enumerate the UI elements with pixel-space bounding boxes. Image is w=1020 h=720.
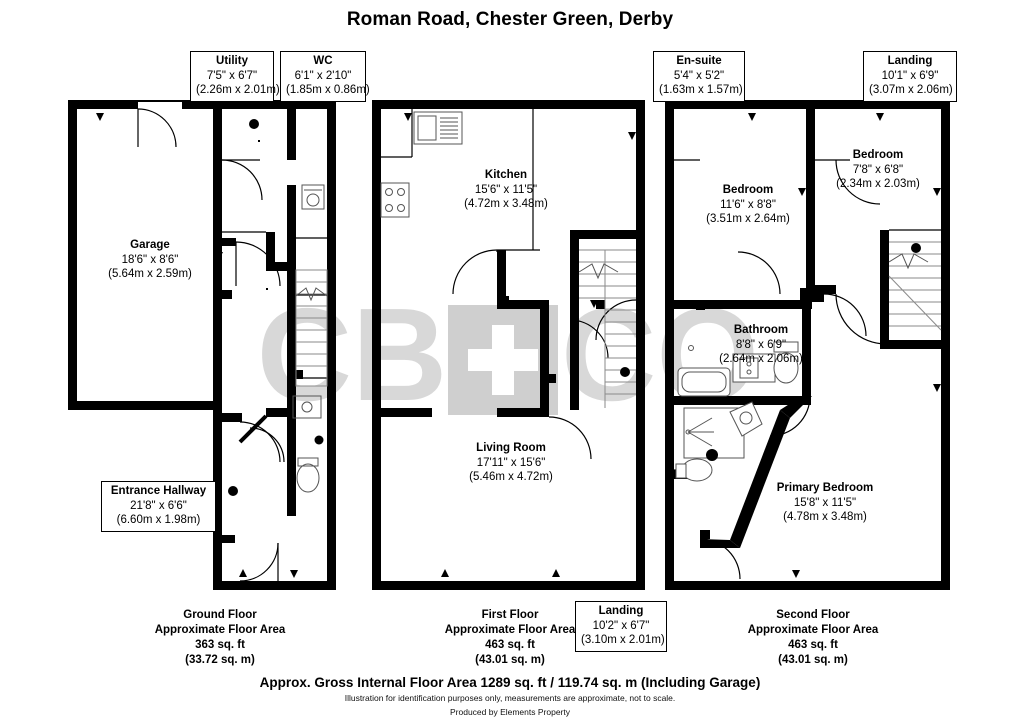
room-metric-garage: (5.64m x 2.59m): [108, 268, 192, 281]
ground-stairs: [295, 269, 328, 387]
bath-fixture: [677, 345, 731, 397]
room-label-garage: Garage 18'6" x 8'6" (5.64m x 2.59m): [85, 238, 215, 282]
room-imperial-bathroom: 8'8" x 6'9": [735, 338, 787, 351]
floor-name-ground: Ground Floor: [183, 609, 257, 621]
room-label-wc: WC 6'1" x 2'10" (1.85m x 0.86m): [280, 51, 370, 103]
room-label-en-suite: En-suite 5'4" x 5'2" (1.63m x 1.57m): [653, 51, 745, 103]
room-imperial-bedroom-2: 11'6" x 8'8": [720, 198, 776, 211]
room-metric-second-floor-landing: (3.07m x 2.06m): [869, 84, 953, 97]
room-imperial-utility: 7'5" x 6'7": [206, 69, 258, 82]
room-label-primary-bedroom: Primary Bedroom 15'8" x 11'5" (4.78m x 3…: [757, 481, 893, 525]
room-name-kitchen: Kitchen: [484, 169, 528, 181]
producer-text: Produced by Elements Property: [449, 707, 570, 717]
first-floor-plan: [372, 100, 645, 590]
room-metric-living-room: (5.46m x 4.72m): [469, 471, 553, 484]
room-imperial-garage: 18'6" x 8'6": [121, 253, 179, 266]
kitchen-fixtures: [380, 111, 463, 218]
floor-summary-ground: Ground Floor Approximate Floor Area 363 …: [130, 608, 310, 668]
vanity-fixture: [732, 353, 776, 383]
second-floor-door-swings: [699, 159, 887, 580]
room-imperial-first-floor-landing: 10'2" x 6'7": [592, 619, 650, 632]
second-floor-dimension-arrows: [665, 113, 941, 578]
room-label-kitchen: Kitchen 15'6" x 11'5" (4.72m x 3.48m): [441, 168, 571, 212]
room-label-bedroom-2: Bedroom 11'6" x 8'8" (3.51m x 2.64m): [688, 183, 808, 227]
room-name-living-room: Living Room: [476, 442, 546, 454]
page-title: Roman Road, Chester Green, Derby: [346, 9, 674, 30]
floor-area-sqm-first: (43.01 sq. m): [475, 653, 545, 666]
floor-area-sqft-first: 463 sq. ft: [485, 638, 535, 651]
second-floor-plan: [665, 100, 950, 590]
ceiling-light: [706, 449, 718, 461]
room-name-second-floor-landing: Landing: [887, 55, 933, 67]
floor-area-label-second: Approximate Floor Area: [747, 623, 879, 636]
room-imperial-second-floor-landing: 10'1" x 6'9": [881, 69, 939, 82]
room-label-living-room: Living Room 17'11" x 15'6" (5.46m x 4.72…: [441, 441, 581, 485]
room-label-bedroom-3: Bedroom 7'8" x 6'8" (2.34m x 2.03m): [818, 148, 938, 192]
room-name-bathroom: Bathroom: [733, 324, 789, 336]
room-label-entrance-hallway: Entrance Hallway 21'8" x 6'6" (6.60m x 1…: [101, 481, 216, 533]
room-imperial-wc: 6'1" x 2'10": [294, 69, 352, 82]
room-imperial-living-room: 17'11" x 15'6": [476, 456, 546, 469]
ground-door-swings: [137, 108, 285, 582]
room-metric-utility: (2.26m x 2.01m): [196, 84, 280, 97]
room-label-bathroom: Bathroom 8'8" x 6'9" (2.64m x 2.06m): [701, 323, 821, 367]
floor-area-sqm-ground: (33.72 sq. m): [185, 653, 255, 666]
wc-fixtures: [292, 395, 322, 493]
second-floor-stairs: [888, 241, 942, 331]
room-name-primary-bedroom: Primary Bedroom: [776, 482, 874, 494]
floor-name-first: First Floor: [481, 609, 539, 621]
room-imperial-entrance-hallway: 21'8" x 6'6": [130, 499, 187, 512]
ceiling-light: [314, 435, 324, 445]
floor-area-label-first: Approximate Floor Area: [444, 623, 576, 636]
room-imperial-primary-bedroom: 15'8" x 11'5": [793, 496, 857, 509]
first-floor-dimension-arrows: [404, 113, 636, 577]
toilet-fixture: [773, 341, 799, 384]
ceiling-light: [228, 486, 238, 496]
room-name-bedroom-2: Bedroom: [722, 184, 774, 196]
room-metric-wc: (1.85m x 0.86m): [286, 84, 370, 97]
basin-fixture: [729, 401, 763, 437]
utility-appliance: [301, 184, 325, 210]
room-metric-bedroom-3: (2.34m x 2.03m): [836, 178, 920, 191]
room-metric-kitchen: (4.72m x 3.48m): [464, 198, 548, 211]
room-name-utility: Utility: [216, 55, 248, 67]
first-floor-door-swings: [452, 249, 637, 460]
room-metric-en-suite: (1.63m x 1.57m): [659, 84, 743, 97]
ground-dimension-arrows: [68, 113, 298, 578]
room-metric-bathroom: (2.64m x 2.06m): [719, 353, 803, 366]
room-name-bedroom-3: Bedroom: [852, 149, 904, 161]
room-label-second-floor-landing: Landing 10'1" x 6'9" (3.07m x 2.06m): [863, 51, 957, 103]
room-name-garage: Garage: [130, 239, 170, 251]
floor-area-sqft-ground: 363 sq. ft: [195, 638, 245, 651]
room-metric-first-floor-landing: (3.10m x 2.01m): [581, 634, 665, 647]
room-metric-entrance-hallway: (6.60m x 1.98m): [116, 514, 201, 527]
room-metric-bedroom-2: (3.51m x 2.64m): [706, 213, 790, 226]
floor-area-label-ground: Approximate Floor Area: [154, 623, 286, 636]
room-label-utility: Utility 7'5" x 6'7" (2.26m x 2.01m): [190, 51, 280, 103]
ceiling-light: [249, 119, 259, 129]
room-imperial-kitchen: 15'6" x 11'5": [474, 183, 538, 196]
room-imperial-en-suite: 5'4" x 5'2": [673, 69, 725, 82]
room-label-first-floor-landing: Landing 10'2" x 6'7" (3.10m x 2.01m): [575, 601, 667, 653]
floor-area-sqft-second: 463 sq. ft: [788, 638, 838, 651]
disclaimer-text: Illustration for identification purposes…: [344, 693, 676, 703]
floor-area-sqm-second: (43.01 sq. m): [778, 653, 848, 666]
room-name-first-floor-landing: Landing: [598, 605, 644, 617]
first-floor-stairs: [578, 249, 636, 408]
toilet-fixture-lower: [675, 458, 713, 482]
room-name-entrance-hallway: Entrance Hallway: [110, 485, 207, 497]
room-name-wc: WC: [313, 55, 333, 67]
gross-internal-area: Approx. Gross Internal Floor Area 1289 s…: [259, 675, 761, 690]
floor-name-second: Second Floor: [776, 609, 850, 621]
floor-summary-first: First Floor Approximate Floor Area 463 s…: [420, 608, 600, 668]
watermark-left-text: CB: [257, 281, 448, 428]
ceiling-light: [620, 367, 630, 377]
room-name-en-suite: En-suite: [676, 55, 722, 67]
room-imperial-bedroom-3: 7'8" x 6'8": [852, 163, 904, 176]
ceiling-light: [911, 243, 921, 253]
floor-summary-second: Second Floor Approximate Floor Area 463 …: [718, 608, 908, 668]
ground-floor-plan: [68, 100, 336, 590]
room-metric-primary-bedroom: (4.78m x 3.48m): [783, 511, 867, 524]
